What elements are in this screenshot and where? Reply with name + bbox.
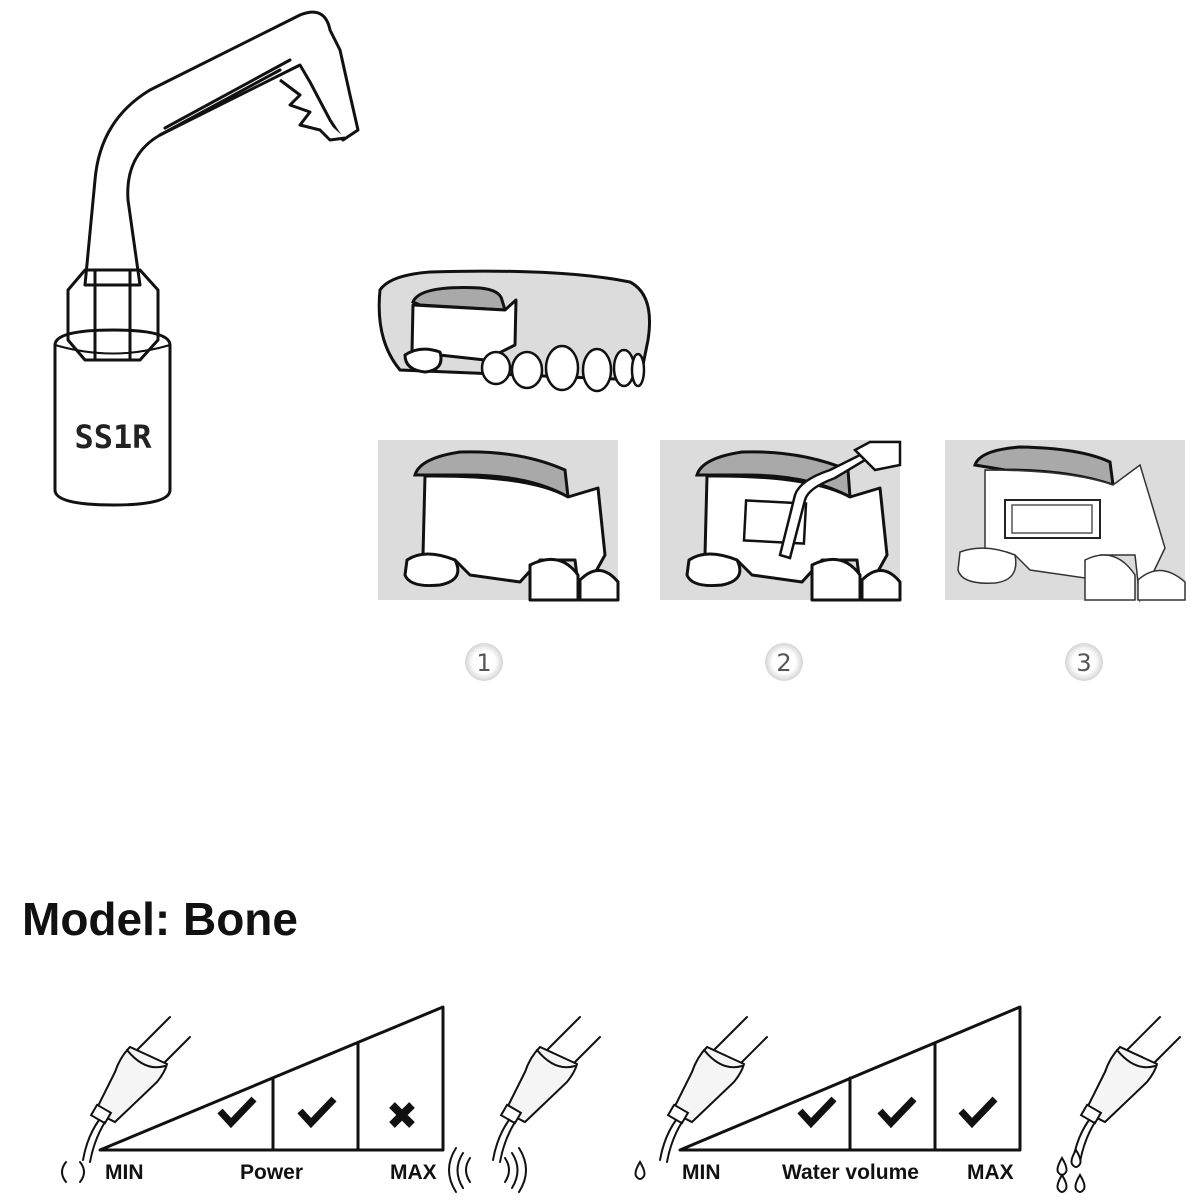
power-min-label: MIN	[105, 1161, 144, 1184]
water-max-label: MAX	[967, 1161, 1014, 1184]
water-level-3-check-icon	[961, 1099, 995, 1123]
power-label: Power	[240, 1161, 303, 1184]
step-number-1: 1	[465, 643, 503, 681]
power-scale: MIN Power MAX	[61, 1005, 601, 1193]
jaw-overview-drawing	[377, 269, 652, 393]
low-vibration-icon	[61, 1161, 85, 1183]
step-panel-1	[378, 440, 620, 602]
tip-model-label: SS1R	[74, 418, 152, 456]
water-drops-icon	[1056, 1148, 1086, 1193]
high-vibration-icon	[448, 1147, 527, 1193]
step-number-3: 3	[1065, 643, 1103, 681]
handpiece-low-water-icon	[659, 1016, 768, 1163]
svg-text:2: 2	[776, 649, 791, 677]
power-level-2-check-icon	[300, 1099, 334, 1123]
power-level-3-cross-icon	[392, 1105, 412, 1125]
step-panel-3	[945, 440, 1186, 603]
water-level-1-check-icon	[800, 1099, 834, 1123]
water-volume-scale: MIN Water volume MAX	[634, 1005, 1181, 1193]
water-level-2-check-icon	[880, 1099, 914, 1123]
svg-text:3: 3	[1076, 649, 1091, 677]
water-volume-label: Water volume	[782, 1161, 919, 1184]
power-level-1-check-icon	[220, 1099, 254, 1123]
water-min-label: MIN	[682, 1161, 721, 1184]
handpiece-high-vibration-icon	[492, 1016, 601, 1163]
model-title: Model: Bone	[22, 893, 298, 945]
water-drop-icon	[634, 1160, 646, 1180]
step-number-2: 2	[765, 643, 803, 681]
handpiece-high-water-icon	[1072, 1016, 1181, 1163]
svg-text:1: 1	[476, 649, 491, 677]
step-panel-2	[660, 440, 902, 602]
ss1r-tip-drawing: SS1R	[53, 10, 360, 507]
power-max-label: MAX	[390, 1161, 437, 1184]
handpiece-low-vibration-icon	[82, 1016, 191, 1163]
